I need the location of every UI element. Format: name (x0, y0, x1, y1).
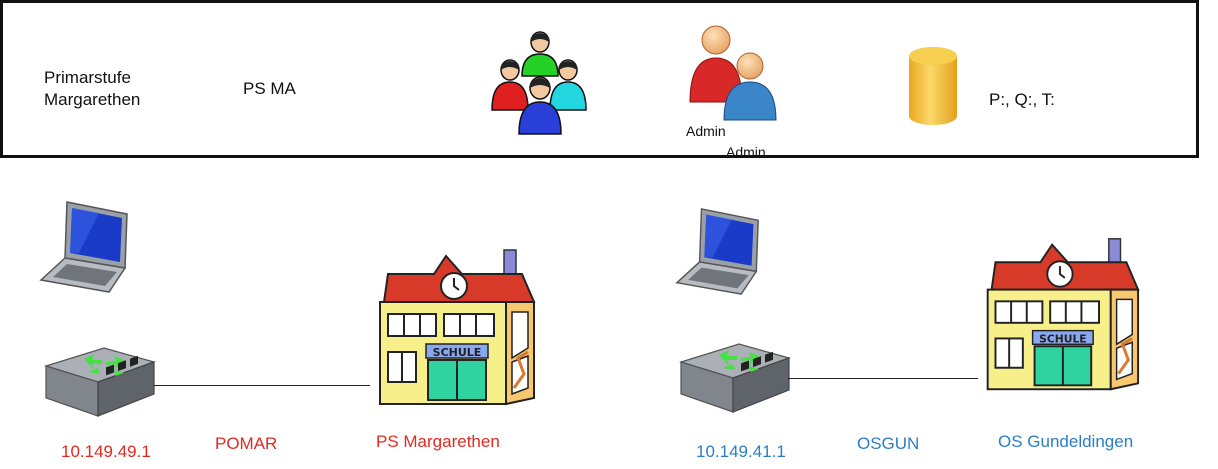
site2-school: OS Gundeldingen (998, 432, 1134, 451)
school-name-line2: Margarethen (44, 90, 141, 109)
admin-label-1: Admin (686, 123, 726, 139)
school-sign: SCHULE (433, 346, 482, 359)
admin-label-2: Admin (726, 144, 766, 160)
school-abbreviation: PS MA (243, 79, 296, 98)
users-group-icon (491, 31, 587, 135)
school-building-icon: SCHULE (986, 238, 1140, 391)
site1-hostname: POMAR (215, 434, 278, 453)
info-box (0, 0, 1199, 158)
drives-label: P:, Q:, T: (989, 90, 1055, 109)
router-icon (678, 343, 791, 413)
site1-school: PS Margarethen (376, 432, 500, 451)
school-sign: SCHULE (1039, 332, 1086, 345)
network-link (788, 378, 978, 379)
site2-hostname: OSGUN (857, 434, 920, 453)
school-name-line1: Primarstufe (44, 68, 131, 87)
laptop-icon (39, 201, 128, 293)
router-icon (43, 347, 156, 417)
site1-ip: 10.149.49.1 (61, 442, 151, 461)
school-building-icon: SCHULE (379, 249, 536, 406)
database-cylinder-icon (909, 47, 957, 125)
site2-ip: 10.149.41.1 (696, 442, 786, 461)
laptop-icon (675, 208, 759, 295)
network-link (154, 385, 370, 386)
admin-users-icon (689, 25, 777, 121)
